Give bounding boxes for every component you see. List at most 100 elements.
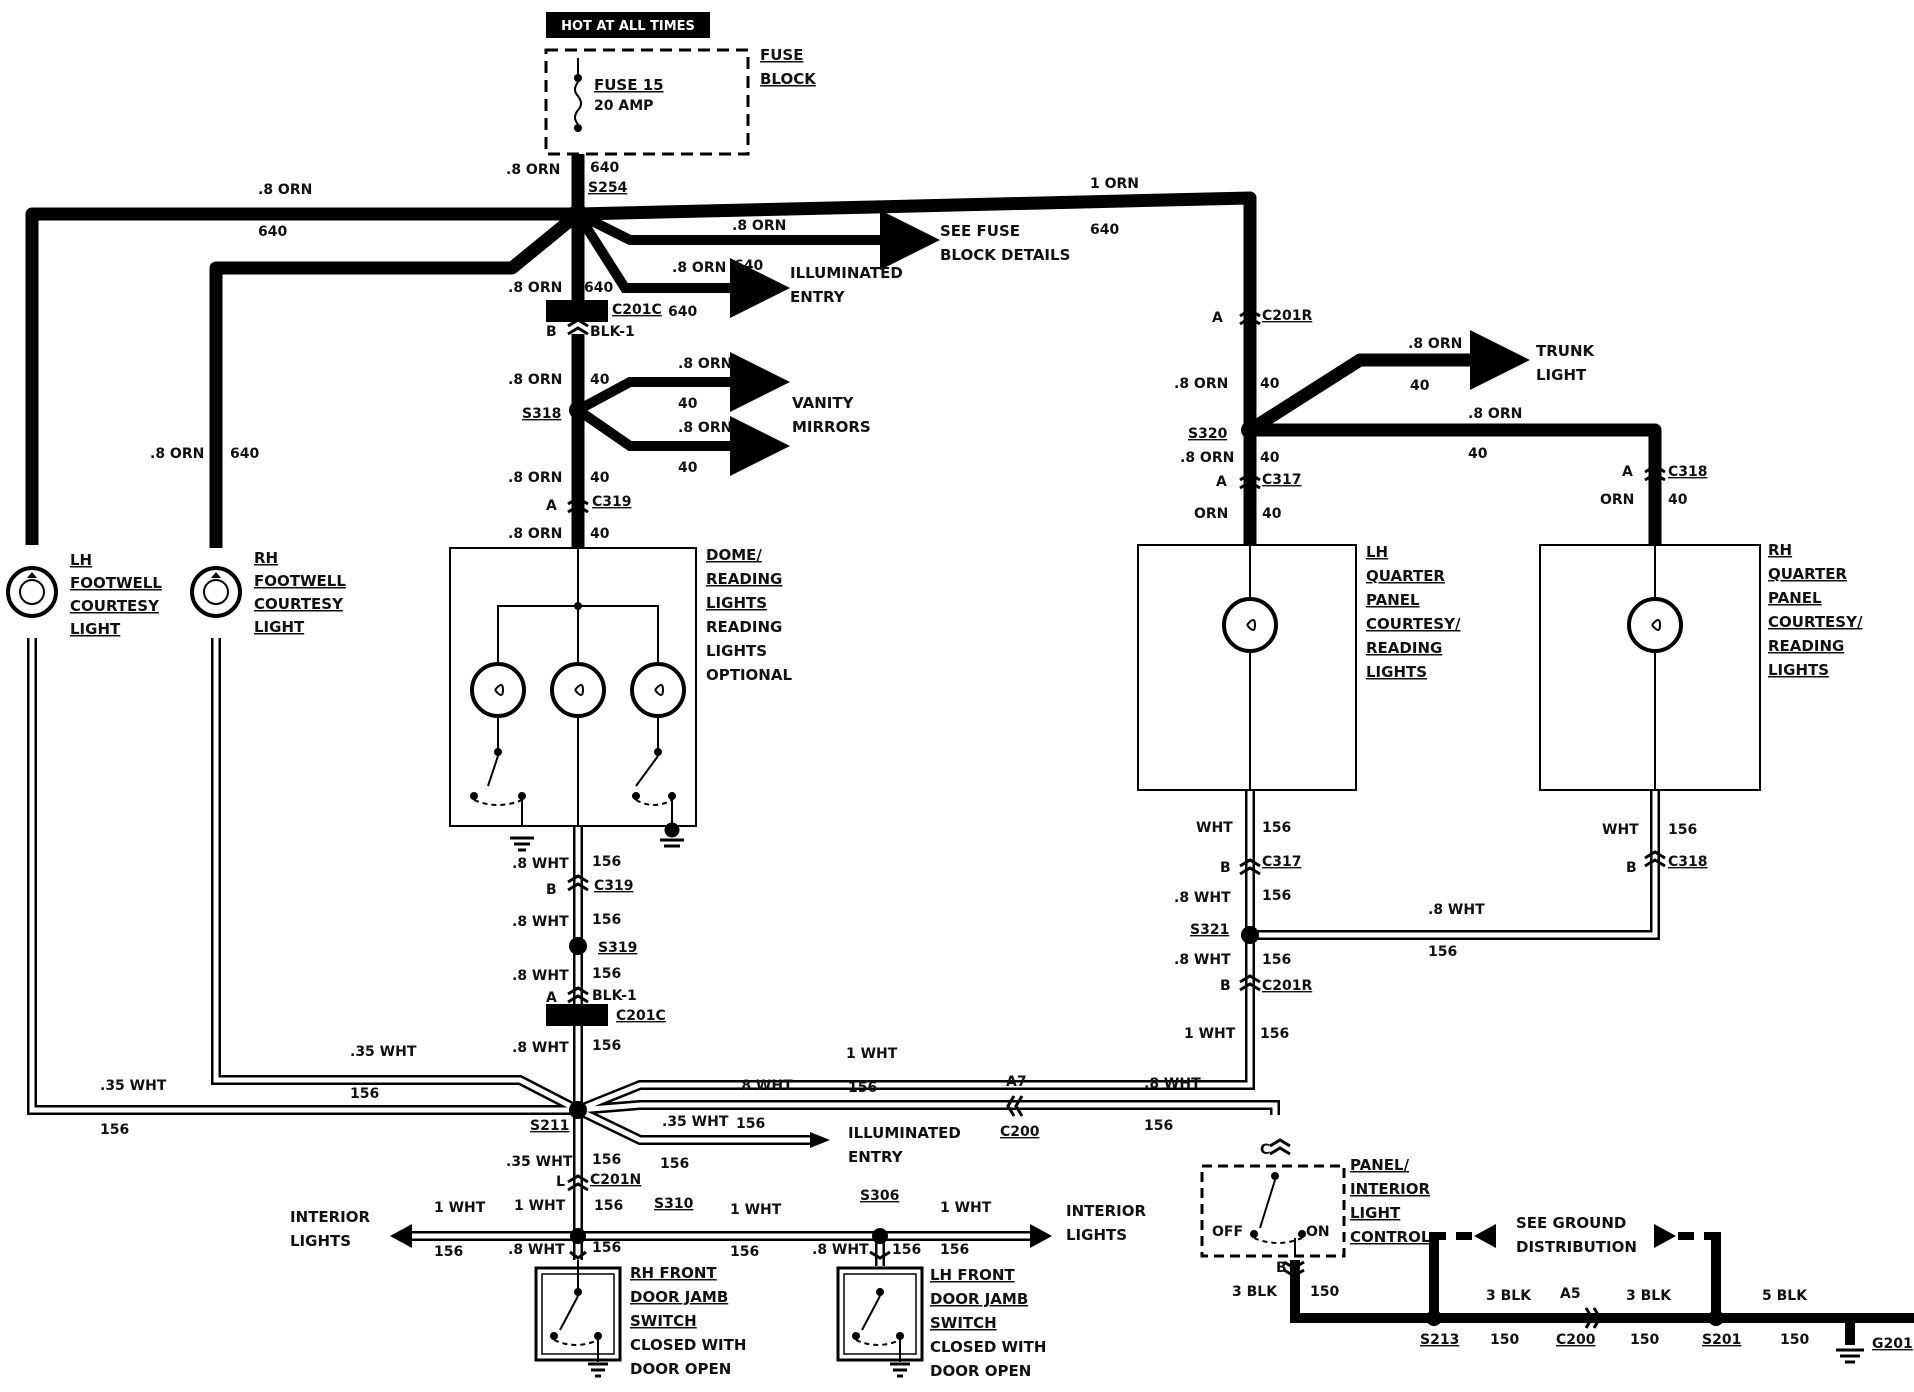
illuminated-entry-label-bottom: ILLUMINATED ENTRY	[848, 1124, 961, 1166]
svg-text:PANEL/: PANEL/	[1350, 1156, 1410, 1174]
svg-text:S211: S211	[530, 1118, 569, 1134]
svg-text:.8 WHT: .8 WHT	[512, 968, 569, 984]
svg-text:.35 WHT: .35 WHT	[100, 1078, 167, 1094]
svg-text:.8 ORN: .8 ORN	[678, 356, 732, 372]
svg-text:.8 WHT: .8 WHT	[1174, 952, 1231, 968]
svg-text:S213: S213	[1420, 1332, 1459, 1348]
svg-text:.8 WHT: .8 WHT	[1174, 890, 1231, 906]
svg-text:HOT AT ALL TIMES: HOT AT ALL TIMES	[561, 19, 695, 34]
svg-text:DOME/: DOME/	[706, 546, 762, 564]
svg-text:S201: S201	[1702, 1332, 1741, 1348]
svg-text:.8 ORN: .8 ORN	[508, 372, 562, 388]
svg-text:3 BLK: 3 BLK	[1232, 1284, 1278, 1300]
svg-text:150: 150	[1490, 1332, 1519, 1348]
svg-text:B: B	[546, 324, 557, 340]
svg-text:FOOTWELL: FOOTWELL	[254, 572, 346, 590]
svg-text:C319: C319	[594, 878, 634, 894]
svg-text:.8 ORN: .8 ORN	[1468, 406, 1522, 422]
svg-text:C: C	[1260, 1142, 1270, 1158]
interior-lights-label-right: INTERIOR LIGHTS	[1066, 1202, 1146, 1244]
svg-text:ILLUMINATED: ILLUMINATED	[848, 1124, 961, 1142]
svg-text:B: B	[1220, 978, 1231, 994]
svg-text:ILLUMINATED: ILLUMINATED	[790, 264, 903, 282]
svg-text:40: 40	[1668, 492, 1688, 508]
svg-text:C318: C318	[1668, 854, 1708, 870]
svg-text:VANITY: VANITY	[792, 394, 855, 412]
svg-text:LIGHT: LIGHT	[1536, 366, 1587, 384]
svg-text:640: 640	[584, 280, 613, 296]
svg-text:LH FRONT: LH FRONT	[930, 1266, 1015, 1284]
ground-wires	[1290, 1232, 1914, 1345]
lh-front-door-jamb-switch	[836, 1266, 924, 1378]
svg-text:CLOSED WITH: CLOSED WITH	[630, 1336, 746, 1354]
svg-text:.8 ORN: .8 ORN	[732, 218, 786, 234]
svg-text:LIGHTS: LIGHTS	[706, 642, 767, 660]
svg-text:40: 40	[1410, 378, 1430, 394]
svg-text:BLOCK: BLOCK	[760, 70, 817, 88]
illuminated-entry-arrow-white	[810, 1132, 830, 1148]
svg-text:156: 156	[592, 966, 621, 982]
svg-text:156: 156	[1262, 952, 1291, 968]
c201c-connector-top	[546, 300, 608, 322]
rh-footwell-bulb-icon	[190, 566, 242, 618]
fuse-15-icon	[574, 58, 582, 132]
svg-text:C201C: C201C	[612, 302, 662, 318]
svg-text:S310: S310	[654, 1196, 694, 1212]
panel-control-label: PANEL/ INTERIOR LIGHT CONTROL	[1350, 1156, 1431, 1246]
svg-text:156: 156	[660, 1156, 689, 1172]
svg-text:READING: READING	[706, 570, 782, 588]
svg-text:3 BLK: 3 BLK	[1486, 1288, 1532, 1304]
svg-text:C200: C200	[1000, 1124, 1040, 1140]
see-fuse-block-details-label: SEE FUSE BLOCK DETAILS	[940, 222, 1070, 264]
svg-text:SWITCH: SWITCH	[930, 1314, 997, 1332]
svg-text:40: 40	[678, 396, 698, 412]
svg-text:150: 150	[1310, 1284, 1339, 1300]
svg-text:MIRRORS: MIRRORS	[792, 418, 871, 436]
rh-quarter-light-label: RH QUARTER PANEL COURTESY/ READING LIGHT…	[1768, 541, 1863, 679]
svg-text:PANEL: PANEL	[1768, 589, 1822, 607]
dome-reading-lights-box	[449, 547, 697, 827]
svg-text:BLK-1: BLK-1	[592, 988, 637, 1004]
svg-text:.8 ORN: .8 ORN	[678, 420, 732, 436]
svg-text:.8 WHT: .8 WHT	[736, 1078, 793, 1094]
svg-text:156: 156	[848, 1080, 877, 1096]
svg-text:156: 156	[1144, 1118, 1173, 1134]
svg-text:S254: S254	[588, 180, 628, 196]
svg-text:WHT: WHT	[1602, 822, 1639, 838]
svg-text:5 BLK: 5 BLK	[1762, 1288, 1808, 1304]
svg-text:1 WHT: 1 WHT	[940, 1200, 992, 1216]
svg-text:156: 156	[592, 854, 621, 870]
svg-text:40: 40	[590, 372, 610, 388]
svg-text:.35 WHT: .35 WHT	[662, 1114, 729, 1130]
svg-text:40: 40	[1260, 450, 1280, 466]
svg-text:INTERIOR: INTERIOR	[1066, 1202, 1146, 1220]
svg-text:.8 WHT: .8 WHT	[508, 1242, 565, 1258]
svg-text:.8 ORN: .8 ORN	[1174, 376, 1228, 392]
wire-labels-power: .8 ORN 640 S254 .8 ORN 640 1 ORN 640 .8 …	[150, 160, 1708, 542]
svg-text:156: 156	[100, 1122, 129, 1138]
svg-text:C319: C319	[592, 494, 632, 510]
svg-text:L: L	[556, 1174, 565, 1190]
svg-text:TRUNK: TRUNK	[1536, 342, 1596, 360]
svg-text:A5: A5	[1560, 1286, 1581, 1302]
svg-text:1 WHT: 1 WHT	[846, 1046, 898, 1062]
svg-text:156: 156	[730, 1244, 759, 1260]
svg-text:QUARTER: QUARTER	[1768, 565, 1847, 583]
svg-text:640: 640	[1090, 222, 1119, 238]
lh-quarter-light-label: LH QUARTER PANEL COURTESY/ READING LIGHT…	[1366, 543, 1461, 681]
svg-text:B: B	[1276, 1260, 1287, 1276]
svg-text:SWITCH: SWITCH	[630, 1312, 697, 1330]
rh-footwell-label: RH FOOTWELL COURTESY LIGHT	[254, 549, 346, 636]
svg-text:.8 ORN: .8 ORN	[258, 182, 312, 198]
svg-text:C317: C317	[1262, 472, 1302, 488]
svg-text:LH: LH	[1366, 543, 1388, 561]
svg-text:156: 156	[592, 912, 621, 928]
interior-lights-arrow-right	[1030, 1224, 1052, 1248]
svg-text:COURTESY/: COURTESY/	[1768, 613, 1863, 631]
svg-text:.8 ORN: .8 ORN	[506, 162, 560, 178]
svg-text:DOOR OPEN: DOOR OPEN	[630, 1360, 731, 1378]
lh-footwell-bulb-icon	[6, 566, 58, 618]
white-wires-inner	[29, 638, 1658, 1266]
svg-text:A: A	[546, 990, 557, 1006]
lh-quarter-light-box	[1137, 544, 1357, 791]
